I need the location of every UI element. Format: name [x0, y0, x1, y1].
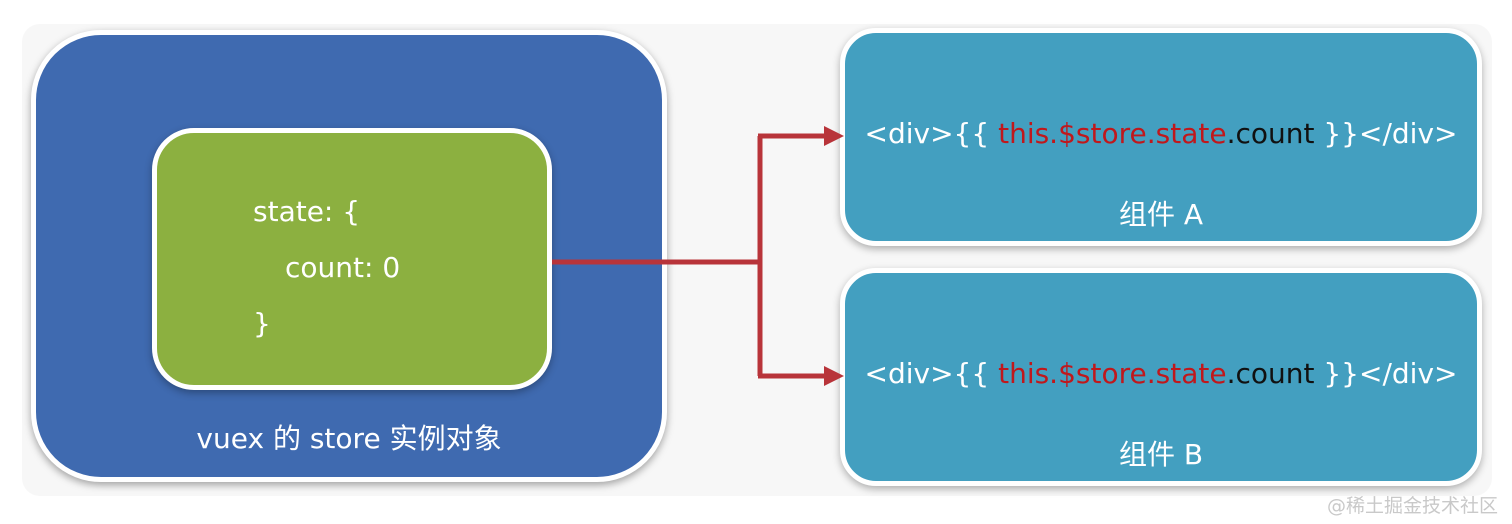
watermark: @稀土掘金技术社区 — [1326, 495, 1498, 517]
component-a-code-prop: .count — [1226, 117, 1315, 150]
state-line-count: count: 0 — [285, 251, 401, 284]
component-a-box: <div>{{ this.$store.state.count }}</div>… — [840, 28, 1482, 246]
component-b-code-open: <div>{{ — [864, 357, 999, 390]
state-line-open: state: { — [253, 195, 361, 228]
state-line-close: } — [253, 307, 271, 340]
component-b-code-prop: .count — [1226, 357, 1315, 390]
state-box: state: { count: 0 } — [152, 128, 552, 390]
component-b-code-close: }}</div> — [1314, 357, 1458, 390]
component-a-code: <div>{{ this.$store.state.count }}</div> — [845, 117, 1477, 150]
component-b-box: <div>{{ this.$store.state.count }}</div>… — [840, 268, 1482, 486]
component-b-code-expr: this.$store.state — [998, 357, 1227, 390]
component-a-code-open: <div>{{ — [864, 117, 999, 150]
component-a-label: 组件 A — [1118, 198, 1204, 231]
component-a-code-expr: this.$store.state — [998, 117, 1227, 150]
store-label: vuex 的 store 实例对象 — [196, 422, 502, 455]
connector-trunk — [552, 136, 763, 376]
component-a-code-close: }}</div> — [1314, 117, 1458, 150]
arrowhead-b-icon — [824, 366, 844, 386]
component-b-label: 组件 B — [1118, 438, 1204, 471]
component-b-code: <div>{{ this.$store.state.count }}</div> — [845, 357, 1477, 390]
arrowhead-a-icon — [824, 126, 844, 146]
